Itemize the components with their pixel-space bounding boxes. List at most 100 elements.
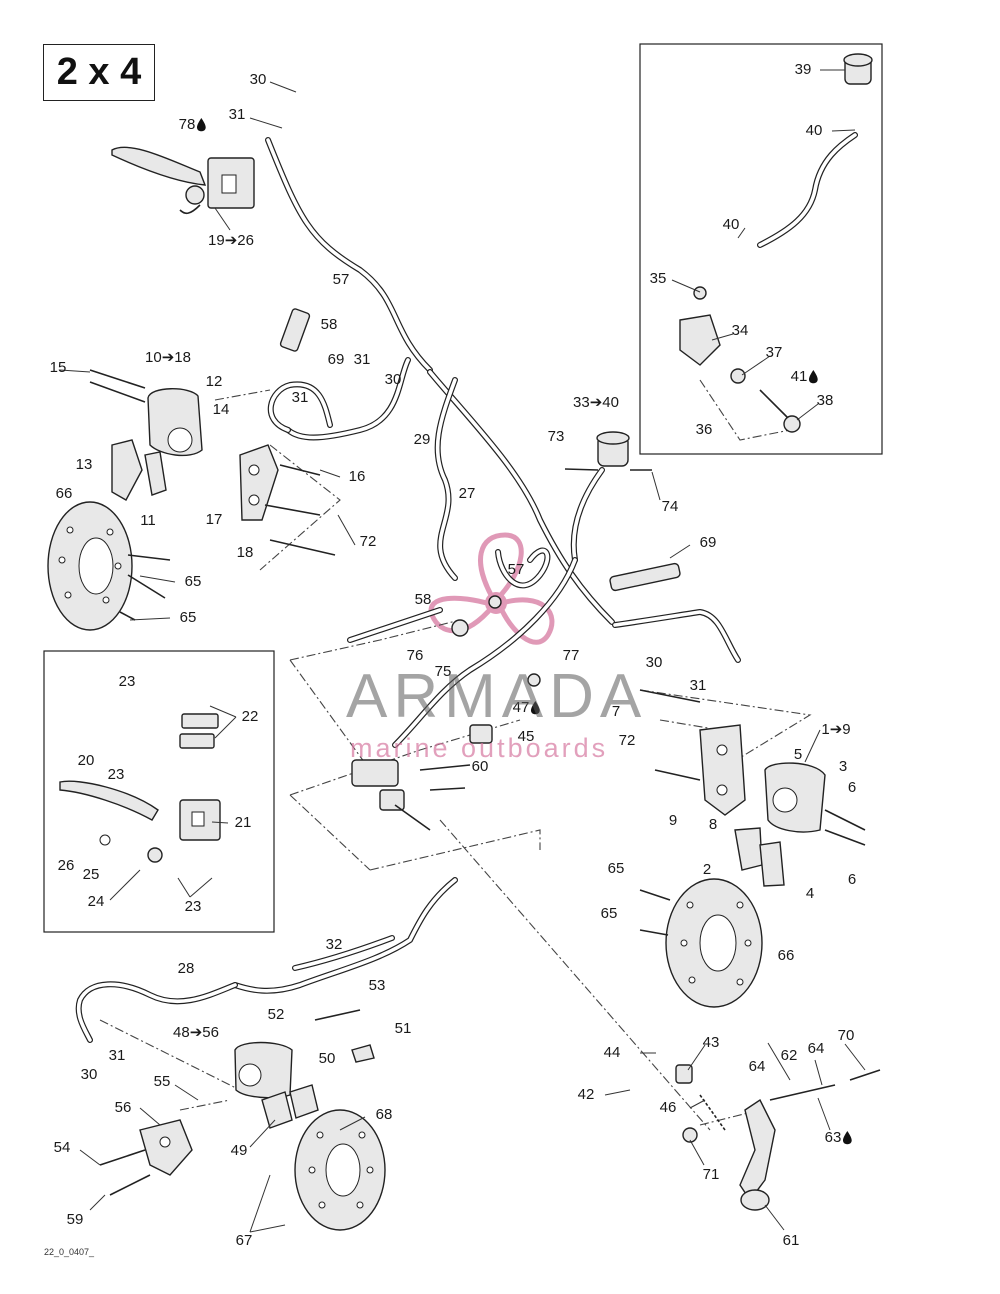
callout-44: 6 <box>848 779 856 796</box>
callout-47: 6 <box>848 871 856 888</box>
callout-73: 68 <box>376 1106 393 1123</box>
callout-63: 28 <box>178 960 195 977</box>
callout-28: 69 <box>700 534 717 551</box>
callout-26: 73 <box>548 428 565 445</box>
callout-4: 57 <box>333 271 350 288</box>
callout-66: 48➔56 <box>173 1024 219 1041</box>
callout-5: 58 <box>321 316 338 333</box>
callout-86: 70 <box>838 1027 855 1044</box>
callout-82: 71 <box>703 1166 720 1183</box>
callout-92: 35 <box>650 270 667 287</box>
callout-7: 31 <box>354 351 371 368</box>
callout-36: 7 <box>612 703 620 720</box>
callout-31: 76 <box>407 647 424 664</box>
callout-37: 47 <box>513 699 530 716</box>
callout-27: 74 <box>662 498 679 515</box>
droplet-icon <box>808 370 818 384</box>
front-left-caliper <box>89 308 336 556</box>
left-detail-master-cylinder <box>59 713 221 863</box>
brake-hoses <box>75 132 858 1043</box>
lower-left-brake-disc <box>294 1109 386 1231</box>
callout-41: 5 <box>794 746 802 763</box>
callout-38: 45 <box>518 728 535 745</box>
left-master-cylinder-detail-box <box>43 650 275 933</box>
callout-67: 51 <box>395 1020 412 1037</box>
callout-62: 32 <box>326 936 343 953</box>
front-left-brake-disc <box>47 501 171 631</box>
callout-87: 63 <box>825 1129 842 1146</box>
callout-22: 18 <box>237 544 254 561</box>
callout-61: 66 <box>778 947 795 964</box>
callout-81: 46 <box>660 1099 677 1116</box>
callout-2: 78 <box>179 116 196 133</box>
callout-94: 37 <box>766 344 783 361</box>
callout-34: 30 <box>646 654 663 671</box>
rear-master-cylinder <box>679 53 873 433</box>
callout-49: 4 <box>806 885 814 902</box>
front-master-cylinder <box>111 146 255 215</box>
callout-12: 31 <box>292 389 309 406</box>
callout-40: 1➔9 <box>821 721 850 738</box>
callout-46: 8 <box>709 816 717 833</box>
callout-51: 22 <box>242 708 259 725</box>
callout-84: 62 <box>781 1047 798 1064</box>
callout-45: 9 <box>669 812 677 829</box>
callout-21: 72 <box>360 533 377 550</box>
callout-23: 65 <box>185 573 202 590</box>
callout-58: 23 <box>185 898 202 915</box>
drawing-code: 22_0_0407_ <box>44 1247 95 1257</box>
diagram-title: 2 x 4 <box>43 44 155 101</box>
brake-pedal <box>675 1064 881 1211</box>
callout-93: 34 <box>732 322 749 339</box>
callout-65: 52 <box>268 1006 285 1023</box>
callout-79: 43 <box>703 1034 720 1051</box>
callout-77: 67 <box>236 1232 253 1249</box>
callout-39: 72 <box>619 732 636 749</box>
callout-88: 61 <box>783 1232 800 1249</box>
callout-89: 39 <box>795 61 812 78</box>
droplet-icon <box>196 118 206 132</box>
callout-83: 64 <box>749 1058 766 1075</box>
callout-71: 55 <box>154 1073 171 1090</box>
callout-96: 38 <box>817 392 834 409</box>
callout-3: 19➔26 <box>208 232 254 249</box>
callout-13: 14 <box>213 401 230 418</box>
callout-8: 30 <box>385 371 402 388</box>
callout-59: 65 <box>608 860 625 877</box>
callout-14: 29 <box>414 431 431 448</box>
lower-left-caliper <box>99 1009 375 1196</box>
callout-1: 31 <box>229 106 246 123</box>
callout-20: 17 <box>206 511 223 528</box>
callout-97: 36 <box>696 421 713 438</box>
callout-56: 25 <box>83 866 100 883</box>
callout-54: 21 <box>235 814 252 831</box>
callout-78: 44 <box>604 1044 621 1061</box>
callout-53: 23 <box>108 766 125 783</box>
callout-68: 31 <box>109 1047 126 1064</box>
rear-master-cylinder-detail-box <box>639 43 883 455</box>
callout-43: 60 <box>472 758 489 775</box>
callout-57: 24 <box>88 893 105 910</box>
callout-55: 26 <box>58 857 75 874</box>
callout-90: 40 <box>806 122 823 139</box>
callout-19: 11 <box>140 512 156 529</box>
callout-42: 3 <box>839 758 847 775</box>
callout-64: 53 <box>369 977 386 994</box>
callout-95: 41 <box>791 368 808 385</box>
right-brake-disc <box>639 878 763 1008</box>
callout-15: 13 <box>76 456 93 473</box>
callout-60: 65 <box>601 905 618 922</box>
callout-48: 2 <box>703 861 711 878</box>
callout-52: 20 <box>78 752 95 769</box>
callout-10: 15 <box>50 359 67 376</box>
callout-6: 69 <box>328 351 345 368</box>
callout-70: 30 <box>81 1066 98 1083</box>
callout-30: 58 <box>415 591 432 608</box>
callout-9: 10➔18 <box>145 349 191 366</box>
leader-lines <box>59 69 866 1233</box>
callout-91: 40 <box>723 216 740 233</box>
callout-80: 42 <box>578 1086 595 1103</box>
droplet-icon <box>530 701 540 715</box>
